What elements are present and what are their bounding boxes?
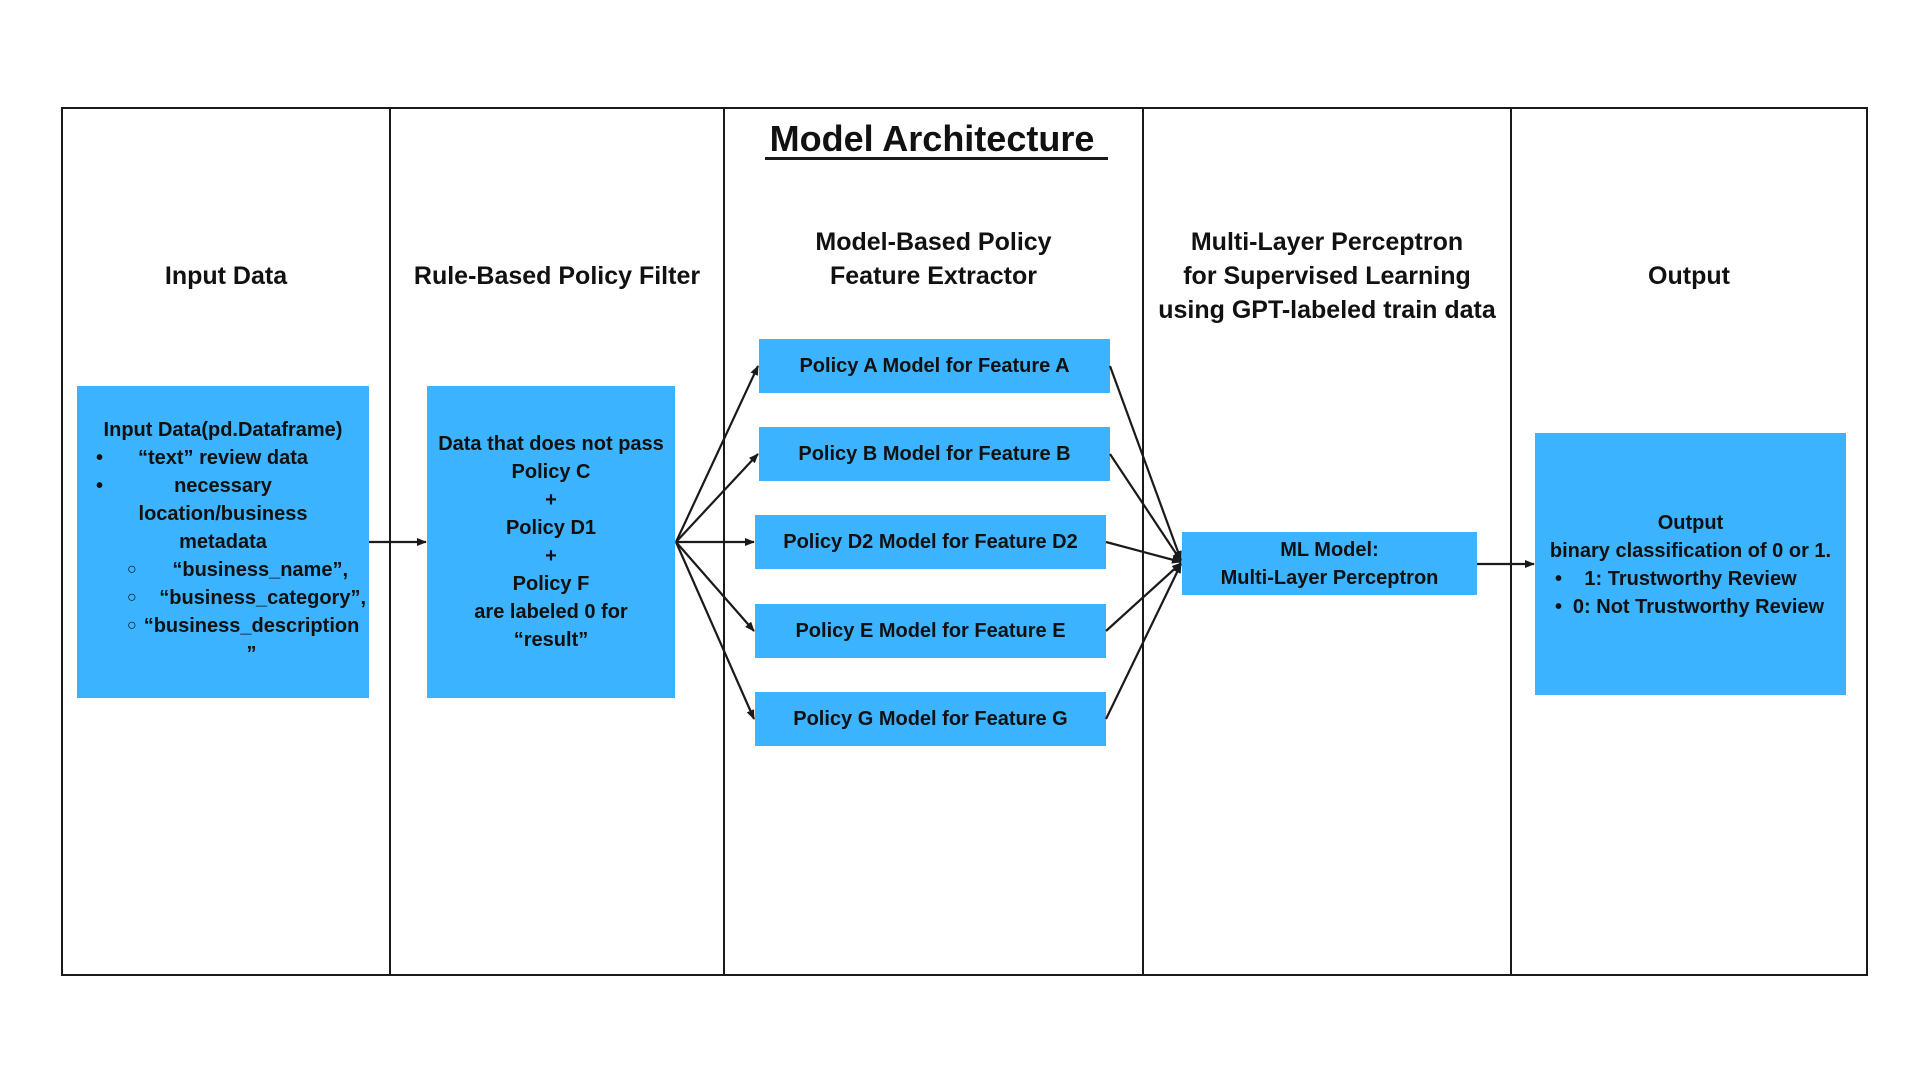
filter-line: +: [545, 489, 557, 511]
header-model-based-extractor: Model-Based Policy Feature Extractor: [815, 228, 1052, 290]
mlp-line: Multi-Layer Perceptron: [1220, 566, 1439, 589]
bullet-icon: •: [96, 447, 104, 469]
arrow-policy-g-to-mlp: [1105, 563, 1182, 720]
arrow-policy-d2-to-mlp: [1105, 540, 1182, 564]
output-subtitle: binary classification of 0 or 1.: [1549, 540, 1832, 562]
diagram-frame: [61, 107, 1868, 976]
input-bullet: • necessary location/business metadata: [77, 472, 369, 556]
input-sub-item-text: “business_name”,: [172, 559, 348, 581]
bullet-icon: •: [1555, 568, 1563, 590]
diagram-title: Model Architecture: [769, 118, 1095, 159]
filter-line: Policy C: [511, 461, 591, 483]
input-bullet-text: necessary location/business metadata: [138, 475, 308, 553]
input-sub-item: ○ “business_name”,: [77, 556, 369, 584]
policy-b-model-box: Policy B Model for Feature B: [759, 427, 1110, 481]
output-item-text: 1: Trustworthy Review: [1584, 568, 1797, 590]
input-sub-item: ○ “business_category”,: [77, 584, 369, 612]
header-rule-based-filter: Rule-Based Policy Filter: [413, 262, 701, 290]
input-data-box: Input Data(pd.Dataframe) • “text” review…: [77, 386, 369, 698]
input-sub-item: ○ “business_description ”: [77, 612, 369, 668]
filter-line: +: [545, 545, 557, 567]
arrow-policy-b-to-mlp: [1109, 453, 1182, 562]
column-divider: [1510, 107, 1512, 976]
arrow-policy-e-to-mlp: [1105, 562, 1182, 632]
input-box-title: Input Data(pd.Dataframe): [103, 419, 343, 441]
output-item: • 1: Trustworthy Review: [1535, 565, 1846, 593]
output-item-text: 0: Not Trustworthy Review: [1572, 596, 1825, 618]
filter-line: Policy D1: [505, 517, 597, 539]
bullet-icon: •: [1555, 596, 1563, 618]
input-bullet-text: “text” review data: [137, 447, 309, 469]
circle-bullet-icon: ○: [127, 589, 137, 606]
policy-d2-model-box: Policy D2 Model for Feature D2: [755, 515, 1106, 569]
policy-a-model-box: Policy A Model for Feature A: [759, 339, 1110, 393]
rule-filter-box: Data that does not pass Policy C + Polic…: [427, 386, 675, 698]
filter-line: Policy F: [512, 573, 590, 595]
arrow-filter-to-policy-g: [674, 541, 756, 720]
arrow-filter-to-policy-b: [675, 453, 759, 543]
header-input-data: Input Data: [164, 262, 288, 290]
output-title: Output: [1657, 512, 1724, 534]
policy-g-model-box: Policy G Model for Feature G: [755, 692, 1106, 746]
arrow-filter-to-policy-e: [675, 541, 755, 632]
circle-bullet-icon: ○: [127, 561, 137, 578]
circle-bullet-icon: ○: [127, 617, 137, 634]
policy-e-model-box: Policy E Model for Feature E: [755, 604, 1106, 658]
output-item: • 0: Not Trustworthy Review: [1535, 593, 1846, 621]
filter-line: Data that does not pass: [438, 433, 664, 455]
output-box: Output binary classification of 0 or 1. …: [1535, 433, 1846, 695]
bullet-icon: •: [96, 475, 104, 497]
input-bullet: • “text” review data: [77, 444, 369, 472]
mlp-line: ML Model:: [1280, 538, 1379, 561]
mlp-model-box: ML Model: Multi-Layer Perceptron: [1182, 532, 1477, 595]
filter-line: are labeled 0 for: [474, 601, 628, 623]
arrow-policy-a-to-mlp: [1108, 365, 1183, 561]
input-sub-item-text: “business_description ”: [143, 615, 360, 665]
header-mlp: Multi-Layer Perceptron for Supervised Le…: [1158, 228, 1496, 324]
input-sub-item-text: “business_category”,: [159, 587, 366, 609]
filter-line: “result”: [513, 629, 589, 651]
column-divider: [1142, 107, 1144, 976]
header-output: Output: [1648, 262, 1730, 290]
arrow-filter-to-policy-a: [675, 365, 759, 543]
title-underline: [765, 157, 1108, 160]
